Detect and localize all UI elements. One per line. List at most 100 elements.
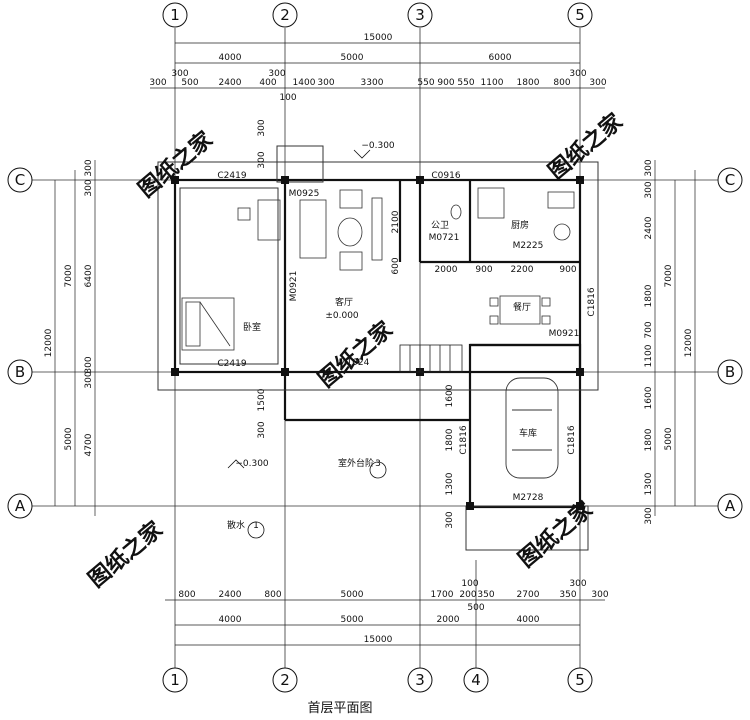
opening-code: M2728 <box>513 493 544 503</box>
dim-top-detail: 1800 <box>517 78 540 88</box>
opening-code: C1816 <box>459 425 469 454</box>
level-south: −0.300 <box>235 459 269 469</box>
opening-code: C1816 <box>567 425 577 454</box>
dimension-text-top: 15000 4000 5000 6000 300 500 2400 400 14… <box>149 33 606 103</box>
room-living-label: 客厅 <box>335 296 353 308</box>
dim-top-detail: 300 <box>149 78 166 88</box>
room-kitchen-label: 厨房 <box>511 219 529 231</box>
dim-bottom-detail: 2400 <box>219 590 242 600</box>
inner-dim: 2100 <box>391 210 401 233</box>
dim-top-detail: 550 <box>457 78 474 88</box>
opening-codes: C2419 C2419 M0925 M0921 C0916 M0721 M222… <box>217 171 597 503</box>
inner-dim: 1800 <box>445 428 455 451</box>
axis-label-2-bottom: 2 <box>280 671 290 689</box>
dim-bottom-total: 15000 <box>364 635 393 645</box>
staircase <box>399 344 463 373</box>
dim-top-extra: 300 <box>171 69 188 79</box>
dim-top-extra: 300 <box>268 69 285 79</box>
desk <box>237 199 281 241</box>
dim-right-bay: 7000 <box>664 264 674 287</box>
dim-left-detail: 300 <box>84 179 94 196</box>
dining-table <box>489 295 551 325</box>
dim-bottom-bay-3: 2000 <box>437 615 460 625</box>
dim-right-detail: 300 <box>644 507 654 524</box>
living-level-label: ±0.000 <box>325 311 359 321</box>
dim-left-detail: 300 <box>84 356 94 373</box>
dim-top-bay-3: 6000 <box>489 53 512 63</box>
opening-code: M0721 <box>429 233 460 243</box>
dim-right-detail: 1800 <box>644 428 654 451</box>
room-labels: 卧室 客厅 ±0.000 餐厅 厨房 公卫 车库 <box>243 219 537 439</box>
dim-bottom-extra: 100 <box>461 579 478 589</box>
inner-dim: 2000 <box>435 265 458 275</box>
watermark: 图纸之家 <box>83 516 168 593</box>
opening-code: M0925 <box>289 189 320 199</box>
dim-top-detail: 800 <box>553 78 570 88</box>
dim-top-extra: 300 <box>569 69 586 79</box>
inner-dim: 300 <box>257 119 267 136</box>
axis-label-c-left: C <box>15 171 25 189</box>
kitchen-fixtures <box>477 187 575 241</box>
inner-dim: 1600 <box>445 384 455 407</box>
ramp-ref: 1 <box>253 521 259 531</box>
dim-left-total: 12000 <box>44 328 54 357</box>
dim-bottom-detail: 1700 <box>431 590 454 600</box>
axis-label-5-bottom: 5 <box>575 671 585 689</box>
dim-top-total: 15000 <box>364 33 393 43</box>
axis-label-b-right: B <box>725 363 735 381</box>
dim-top-detail: 300 <box>589 78 606 88</box>
dim-right-detail: 300 <box>644 159 654 176</box>
axis-label-4-bottom: 4 <box>471 671 481 689</box>
axis-label-b-left: B <box>15 363 25 381</box>
axis-label-3-bottom: 3 <box>415 671 425 689</box>
dimension-text-bottom: 800 2400 800 5000 1700 200 350 2700 350 … <box>178 579 608 645</box>
dim-right-detail: 2400 <box>644 216 654 239</box>
dimension-lines-right <box>654 160 696 516</box>
dim-top-extra: 100 <box>279 93 296 103</box>
dimension-lines-top <box>150 42 605 89</box>
inner-dim: 1300 <box>445 472 455 495</box>
room-dining-label: 餐厅 <box>513 301 531 313</box>
dim-bottom-detail: 200 <box>459 590 476 600</box>
dim-bottom-detail: 350 <box>559 590 576 600</box>
axis-bubbles-side: C B A C B A <box>7 167 743 519</box>
opening-code: M0921 <box>289 271 299 302</box>
dimension-lines-left <box>54 160 96 516</box>
dim-right-detail: 1100 <box>644 344 654 367</box>
dim-left-detail: 4700 <box>84 433 94 456</box>
dim-right-detail: 1300 <box>644 472 654 495</box>
dim-top-detail: 400 <box>259 78 276 88</box>
dim-top-detail: 1400 <box>293 78 316 88</box>
dim-left-bay: 7000 <box>64 264 74 287</box>
dimension-text-right: 300 300 2400 1800 700 1100 1600 1800 130… <box>644 159 694 524</box>
stair-door-code: M1024 <box>339 358 370 368</box>
dim-right-detail: 300 <box>644 181 654 198</box>
dim-bottom-detail: 5000 <box>341 590 364 600</box>
dim-bottom-detail: 350 <box>477 590 494 600</box>
opening-code: M2225 <box>513 241 544 251</box>
car <box>505 377 559 479</box>
dim-left-detail: 300 <box>84 371 94 388</box>
dim-right-bay: 5000 <box>664 427 674 450</box>
inner-dim: 900 <box>475 265 492 275</box>
walls <box>173 178 582 509</box>
steps-ref: 3 <box>375 459 381 469</box>
axis-label-a-right: A <box>725 497 736 515</box>
dimension-text-left: 12000 7000 5000 300 300 6400 300 300 470… <box>44 159 94 456</box>
level-north: −0.300 <box>361 141 395 151</box>
dim-left-detail: 6400 <box>84 264 94 287</box>
dim-bottom-detail: 800 <box>264 590 281 600</box>
ramp-label: 散水 <box>227 519 245 531</box>
inner-dimensions: 2000 900 2200 900 2100 600 1800 1600 130… <box>257 119 577 528</box>
dim-bottom-detail: 2700 <box>517 590 540 600</box>
annotation-marks <box>227 149 387 539</box>
opening-code: C1816 <box>587 287 597 316</box>
inner-dim: 1500 <box>257 388 267 411</box>
opening-code: C2419 <box>217 171 246 181</box>
dim-top-detail: 1100 <box>481 78 504 88</box>
inner-dim: 300 <box>257 151 267 168</box>
dim-top-detail: 2400 <box>219 78 242 88</box>
dim-bottom-extra: 500 <box>467 603 484 613</box>
dim-right-total: 12000 <box>684 328 694 357</box>
